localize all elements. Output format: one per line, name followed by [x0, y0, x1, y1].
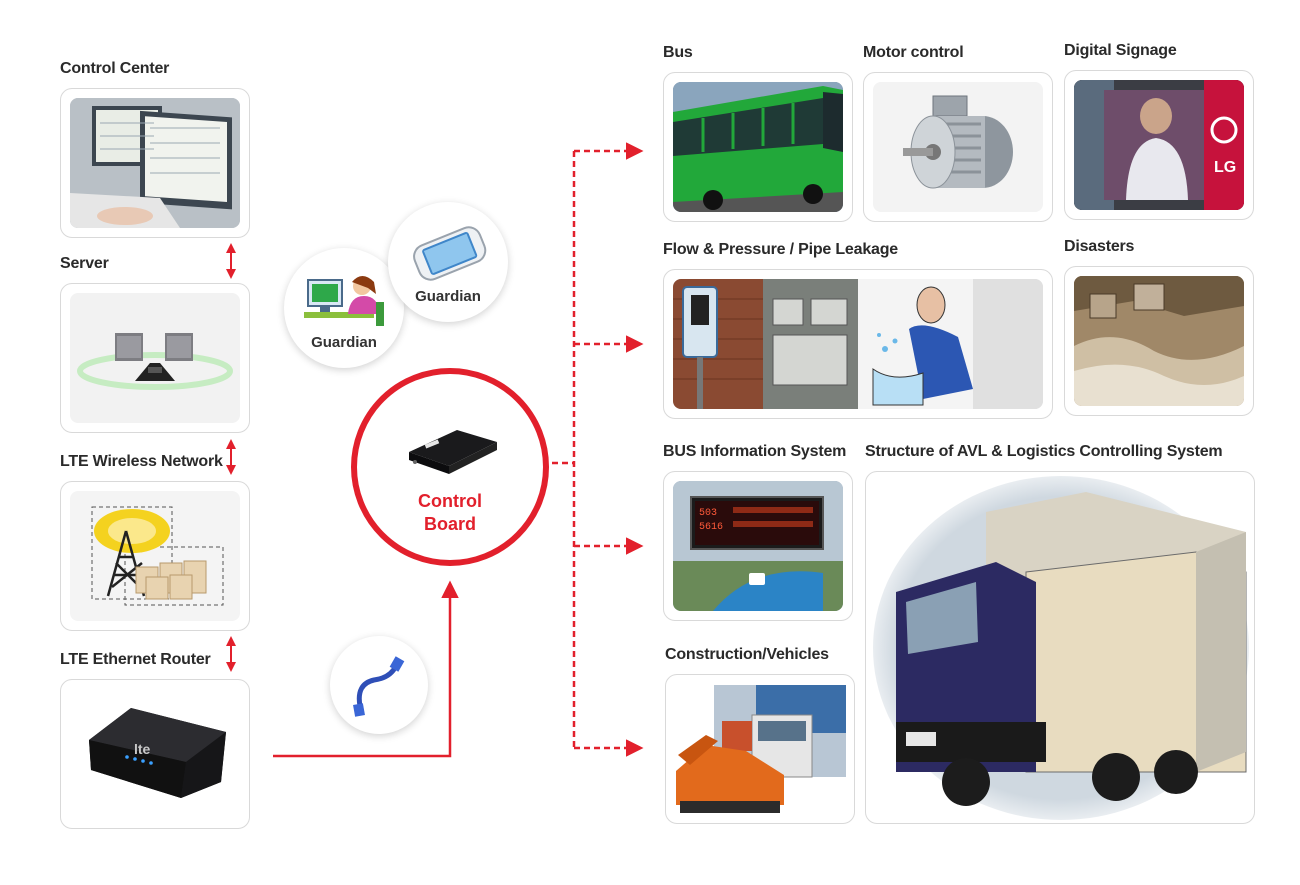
construction-card: [665, 674, 855, 824]
lte-network-photo: [70, 491, 240, 621]
disasters-card: [1064, 266, 1254, 416]
bus-card: [663, 72, 853, 222]
pipe-leakage-icon: [673, 279, 1043, 409]
bus-label: Bus: [663, 44, 693, 61]
cable-circle: [330, 636, 428, 734]
router-to-board-line: [273, 580, 459, 758]
control-board-label-line2: Board: [423, 514, 476, 534]
lte-router-label: LTE Ethernet Router: [60, 651, 211, 668]
smartphone-icon: [413, 226, 487, 281]
control-center-card: [60, 88, 250, 238]
motor-photo: [873, 82, 1043, 212]
person-computer-icon: [304, 276, 384, 326]
server-photo: [70, 293, 240, 423]
motor-card: [863, 72, 1053, 222]
guardian-phone-label: Guardian: [415, 288, 481, 305]
bis-photo: 503 5616: [673, 481, 843, 611]
construction-label: Construction/Vehicles: [665, 646, 829, 663]
flood-icon: [1074, 276, 1244, 406]
lte-network-label: LTE Wireless Network: [60, 453, 223, 470]
cell-tower-icon: [91, 506, 224, 606]
guardian-pc-label: Guardian: [311, 334, 377, 351]
motor-label: Motor control: [863, 44, 964, 61]
bis-card: 503 5616: [663, 471, 853, 621]
router-icon: lte: [89, 708, 226, 798]
guardian-pc-circle: Guardian: [284, 248, 404, 368]
construction-icon: [676, 685, 846, 813]
guardian-phone-circle: Guardian: [388, 202, 508, 322]
server-icon: [77, 333, 233, 390]
flow-card: [663, 269, 1053, 419]
signage-card: LG: [1064, 70, 1254, 220]
flow-photo: [673, 279, 1043, 409]
truck-icon: [873, 476, 1249, 820]
bus-icon: [673, 82, 843, 212]
lte-network-card: [60, 481, 250, 631]
bus-photo: [673, 82, 843, 212]
signage-label: Digital Signage: [1064, 42, 1177, 59]
bis-display-row2: 5616: [699, 522, 723, 533]
control-board-circle[interactable]: Control Board: [351, 368, 549, 566]
avl-card: [865, 471, 1255, 824]
router-brand-text: lte: [134, 741, 151, 757]
avl-label: Structure of AVL & Logistics Controlling…: [865, 443, 1223, 460]
signage-brand-text: LG: [1214, 159, 1236, 176]
bus-info-display-icon: 503 5616: [673, 481, 843, 611]
signage-photo: LG: [1074, 80, 1244, 210]
bis-display-row1: 503: [699, 508, 717, 519]
monitor-icon: [70, 98, 240, 228]
lte-router-card: lte: [60, 679, 250, 829]
electric-motor-icon: [903, 95, 1013, 189]
server-label: Server: [60, 255, 109, 272]
control-center-photo: [70, 98, 240, 228]
bis-label: BUS Information System: [663, 443, 847, 460]
server-card: [60, 283, 250, 433]
billboard-icon: LG: [1074, 80, 1244, 210]
flow-label: Flow & Pressure / Pipe Leakage: [663, 241, 898, 258]
control-board-icon: [409, 430, 497, 474]
disasters-photo: [1074, 276, 1244, 406]
disasters-label: Disasters: [1064, 238, 1135, 255]
control-center-label: Control Center: [60, 60, 170, 77]
control-board-label-line1: Control: [418, 491, 482, 511]
ethernet-cable-icon: [353, 656, 405, 717]
